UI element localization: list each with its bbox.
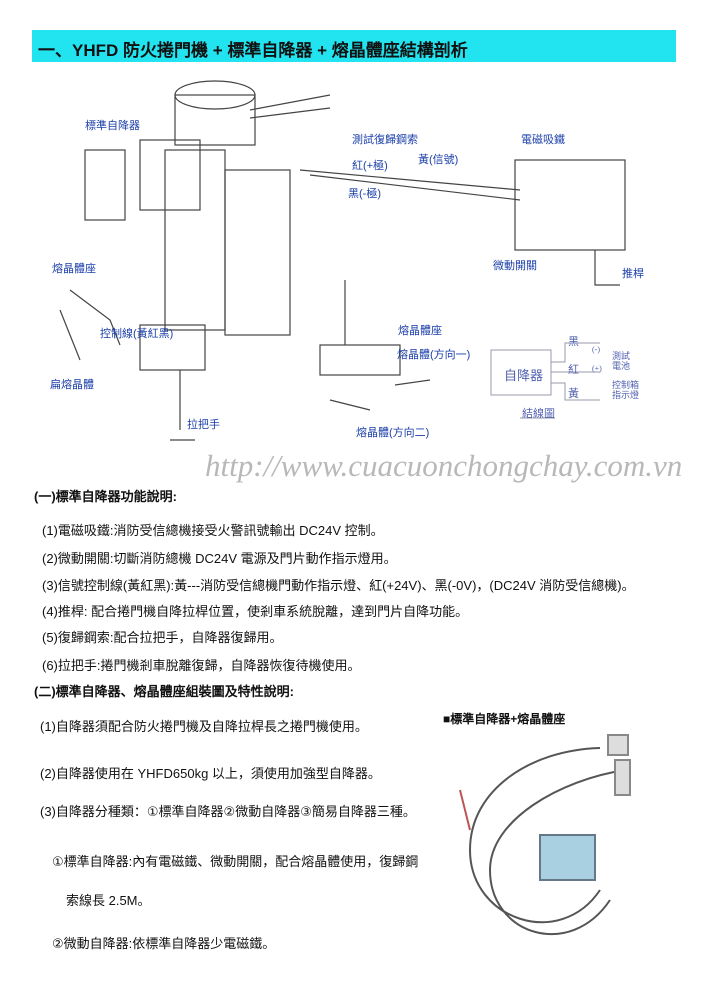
release-box: [139, 139, 201, 211]
magnet-unit: [514, 159, 626, 251]
control-box: [139, 324, 206, 371]
label-control-wire: 控制線(黃紅黑): [100, 328, 174, 340]
section2-item: ②微動自降器:依標準自降器少電磁鐵。: [52, 936, 276, 951]
label-black: 黑(-極): [348, 188, 381, 200]
cylinder-right: [224, 169, 291, 336]
wiring-minus: (-): [592, 345, 600, 354]
label-micro-switch: 微動開關: [493, 260, 537, 272]
section1-item: (4)推桿: 配合捲門機自降拉桿位置，使剎車系統脫離，達到門片自降功能。: [42, 604, 469, 619]
wiring-caption: 結線圖: [522, 408, 555, 420]
wiring-indicator: 控制箱 指示燈: [612, 380, 640, 400]
section2-item: (3)自降器分種類：①標準自降器②微動自降器③簡易自降器三種。: [40, 804, 416, 819]
label-fuse-seat: 熔晶體座: [52, 263, 96, 275]
label-red: 紅(+極): [352, 160, 388, 172]
label-flat-fuse: 扁熔晶體: [50, 379, 94, 391]
label-push-rod: 推桿: [622, 268, 644, 280]
label-fuse-dir1: 熔晶體(方向一): [397, 349, 471, 361]
section2-heading: (二)標準自降器、熔晶體座組裝圖及特性說明:: [34, 684, 294, 699]
wiring-plus: (+): [592, 364, 602, 373]
section1-item: (2)微動開關:切斷消防總機 DC24V 電源及門片動作指示燈用。: [42, 551, 397, 566]
section1-item: (5)復歸鋼索:配合拉把手，自降器復歸用。: [42, 630, 283, 645]
section1-item: (6)拉把手:捲門機剎車脫離復歸，自降器恢復待機使用。: [42, 658, 361, 673]
wiring-yellow: 黃: [568, 388, 579, 400]
photo-caption: ■標準自降器+熔晶體座: [443, 712, 566, 726]
section2-item: 索線長 2.5M。: [66, 893, 151, 908]
cover-plate: [84, 149, 126, 221]
section1-item: (1)電磁吸鐵:消防受信總機接受火警訊號輸出 DC24V 控制。: [42, 523, 384, 538]
page-title: 一、YHFD 防火捲門機 + 標準自降器 + 熔晶體座結構剖析: [38, 41, 468, 60]
label-electromagnet: 電磁吸鐵: [521, 134, 565, 146]
product-photo: [459, 734, 631, 936]
label-pull-handle: 拉把手: [187, 419, 220, 431]
label-fuse-seat-2: 熔晶體座: [398, 325, 442, 337]
motor-cylinder: [164, 149, 226, 331]
section2-item: (1)自降器須配合防火捲門機及自降拉桿長之捲門機使用。: [40, 719, 368, 734]
section1-item: (3)信號控制線(黃紅黑):黃---消防受信總機門動作指示燈、紅(+24V)、黑…: [42, 578, 635, 593]
wiring-black: 黑: [568, 336, 579, 348]
section1-heading: (一)標準自降器功能說明:: [34, 489, 177, 504]
wiring-box-label: 自降器: [504, 368, 544, 383]
section2-item: ①標準自降器:內有電磁鐵、微動開關，配合熔晶體使用，復歸鋼: [52, 854, 419, 869]
wiring-battery: 測試 電池: [612, 351, 631, 371]
wiring-red: 紅: [568, 364, 579, 376]
fuse-holder: [319, 344, 401, 376]
watermark: http://www.cuacuonchongchay.com.vn: [205, 448, 683, 483]
label-standard-release: 標準自降器: [85, 120, 140, 132]
label-fuse-dir2: 熔晶體(方向二): [356, 427, 430, 439]
section2-item: (2)自降器使用在 YHFD650kg 以上，須使用加強型自降器。: [40, 766, 381, 781]
title-bar: 一、YHFD 防火捲門機 + 標準自降器 + 熔晶體座結構剖析: [32, 30, 676, 62]
motor-body: [174, 94, 256, 146]
label-yellow: 黃(信號): [418, 154, 459, 166]
label-reset-cable: 測試復歸鋼索: [352, 134, 418, 146]
